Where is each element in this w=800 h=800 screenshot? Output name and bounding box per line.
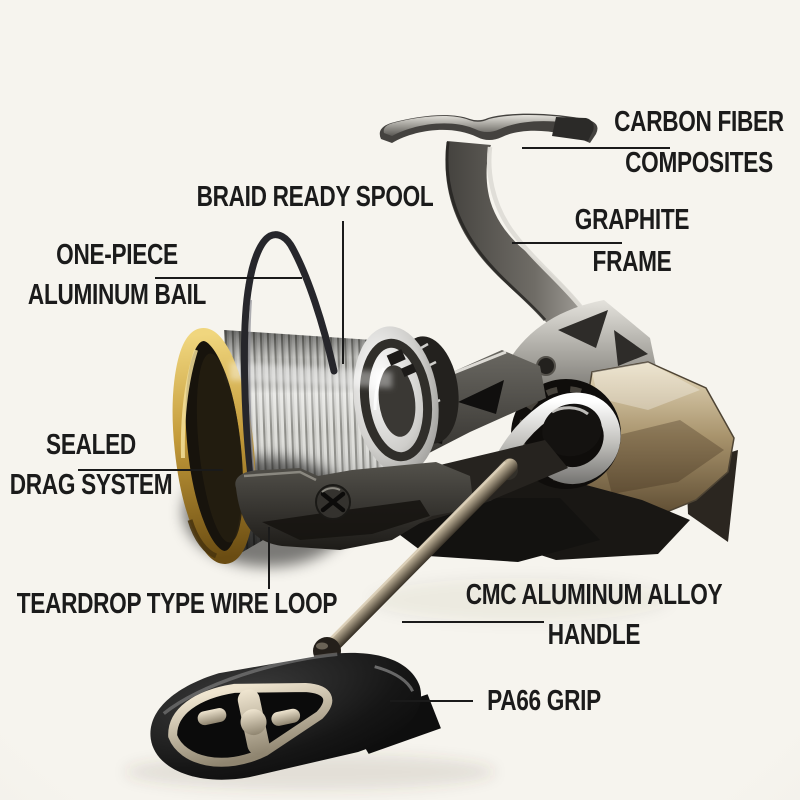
callout-one-piece-aluminum-bail: ONE-PIECE ALUMINUM BAIL: [28, 235, 206, 315]
bail-wire-illustration: [240, 231, 338, 503]
callout-line: SEALED: [46, 429, 136, 461]
callout-line: BRAID READY SPOOL: [196, 181, 434, 213]
callout-braid-ready-spool: BRAID READY SPOOL: [197, 182, 434, 212]
rod-foot-illustration: [379, 113, 598, 143]
callout-line: ONE-PIECE: [56, 239, 178, 271]
grip-knob-illustration: [150, 652, 441, 780]
callout-teardrop-wire-loop: TEARDROP TYPE WIRE LOOP: [16, 588, 338, 620]
body-rear-cover-illustration: [560, 361, 738, 548]
callout-line: FRAME: [592, 246, 672, 278]
callout-line: TEARDROP TYPE WIRE LOOP: [16, 588, 338, 620]
leader-lines: [78, 147, 670, 702]
callout-line: DRAG SYSTEM: [9, 469, 173, 501]
callout-line: CMC ALUMINUM ALLOY: [465, 579, 723, 611]
callout-line: ALUMINUM BAIL: [27, 279, 207, 311]
callout-pa66-grip: PA66 GRIP: [487, 686, 601, 716]
callout-graphite-frame: GRAPHITE FRAME: [574, 199, 690, 283]
callout-carbon-fiber-composites: CARBON FIBER COMPOSITES: [614, 102, 784, 184]
bail-mount-illustration: [235, 462, 474, 550]
callout-line: GRAPHITE: [574, 204, 690, 236]
callout-sealed-drag-system: SEALED DRAG SYSTEM: [9, 425, 173, 505]
callout-line: CARBON FIBER: [614, 106, 784, 138]
callout-line: COMPOSITES: [625, 147, 773, 179]
callout-line: HANDLE: [547, 619, 641, 651]
callout-cmc-aluminum-handle: CMC ALUMINUM ALLOY HANDLE: [466, 575, 723, 655]
callout-line: PA66 GRIP: [487, 685, 601, 717]
